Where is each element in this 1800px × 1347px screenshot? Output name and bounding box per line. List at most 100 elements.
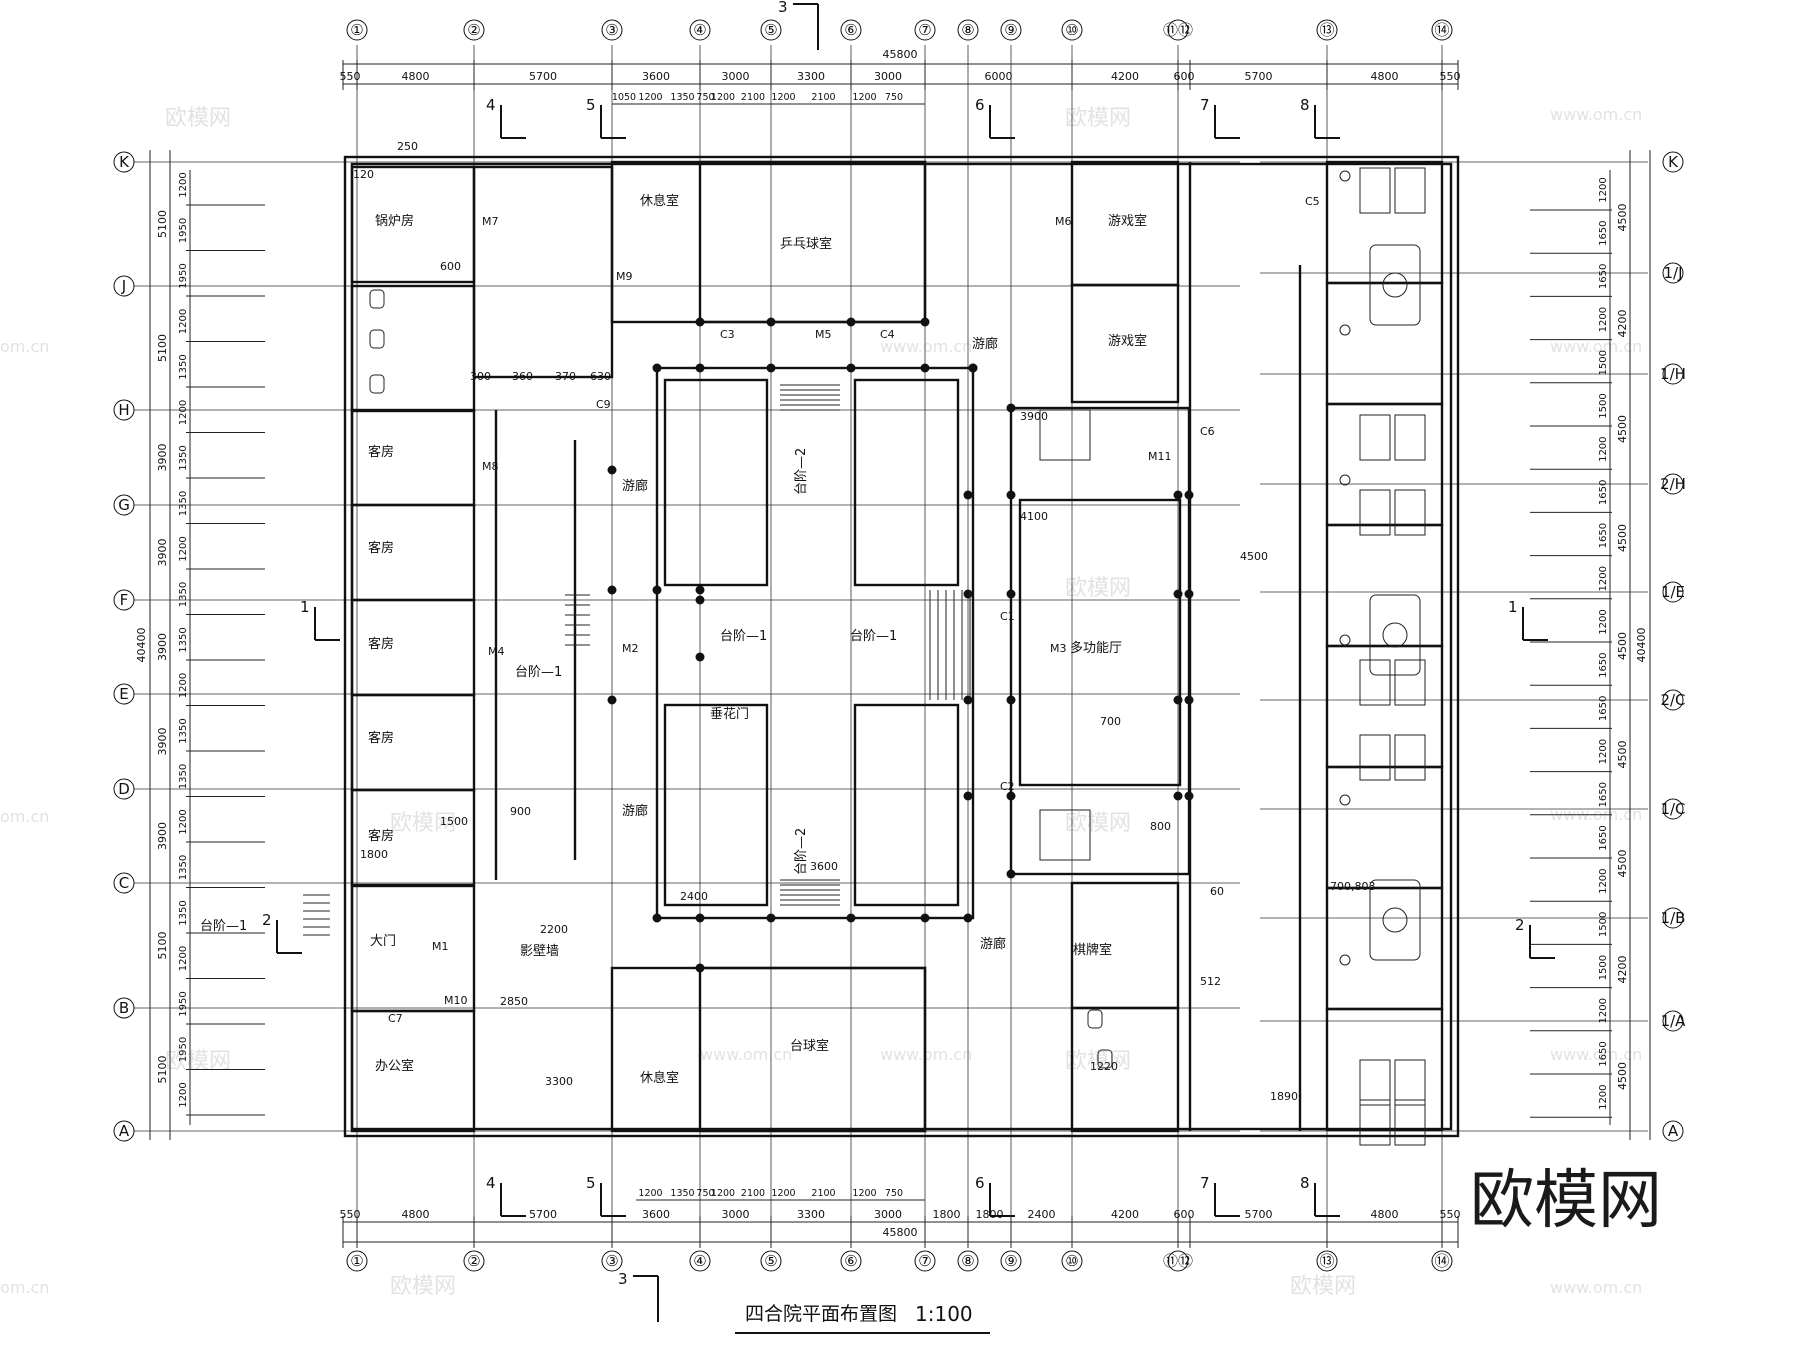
axis-row-left: J [121,277,126,295]
axis-row-left-circle [113,683,135,705]
axis-row-right-circle [1662,689,1684,711]
door-label: M11 [1148,450,1172,463]
watermark-text: 欧模网 [1065,106,1131,131]
axis-row-right: 1/J [1663,264,1682,282]
axis-col-top: ⑤ [764,21,777,39]
dim-misc: 2200 [540,923,568,936]
dim-top-sub: 1200 [711,92,735,103]
axis-bubbles: ①①②②③③④④⑤⑤⑥⑥⑦⑦⑧⑧⑨⑨⑩⑩⑪⑫⑪⑫⑬⑬⑭⑭KJHGFEDCBAK1… [113,19,1686,1272]
section-mark-label: 8 [1300,96,1310,114]
column [1006,403,1016,413]
door-label: M7 [482,215,499,228]
dim-right-span: 4500 [1616,632,1629,660]
dim-right-sub: 1200 [1598,739,1609,764]
dim-right-span: 4500 [1616,415,1629,443]
axis-col-top: ⑨ [1004,21,1017,39]
dim-top-span: 4800 [402,70,430,83]
watermark-text: 欧模网 [390,1274,456,1299]
dim-top-span: 600 [1174,70,1195,83]
column [695,595,705,605]
dim-right-sub: 1200 [1598,177,1609,202]
axis-col-top: ④ [693,21,706,39]
room-label-flower_gate: 垂花门 [710,706,749,722]
room-label-chess: 棋牌室 [1073,942,1112,958]
outer-wall-inner [350,162,1453,1131]
axis-col-top: ① [350,21,363,39]
dim-left-span: 3900 [156,633,169,661]
dim-misc: 600 [440,260,461,273]
axis-row-right-circle [1662,581,1684,603]
columns-layer [607,317,1194,973]
dim-right-total: 40400 [1635,628,1648,663]
dim-top-sub: 1200 [771,92,795,103]
dim-right-sub: 1500 [1598,955,1609,980]
axis-row-left-circle [113,589,135,611]
axis-col-bottom-circle [1000,1250,1022,1272]
axis-col-top-circle [689,19,711,41]
room-label-step2: 台阶—2 [794,828,809,875]
axis-col-bottom-circle [1061,1250,1083,1272]
watermark-url: www.om.cn [700,1045,792,1064]
axis-row-right-circle [1662,1010,1684,1032]
dim-top-sub: 2100 [741,92,765,103]
column [695,585,705,595]
axis-col-bottom: ② [467,1252,480,1270]
dim-bottom-total: 45800 [883,1226,918,1239]
dim-misc: 3600 [810,860,838,873]
room-label-corridor: 游廊 [622,478,648,494]
axis-col-top-circle [346,19,368,41]
jacuzzi-icon [1369,594,1421,676]
section-mark-label: 6 [975,96,985,114]
room-label-guest: 客房 [368,540,394,556]
window-label: C4 [880,328,895,341]
dim-top-sub: 1350 [670,92,694,103]
pingpong-walls [698,160,927,324]
dim-right-sub: 1650 [1598,480,1609,505]
bed-icon [1394,1059,1426,1106]
axis-col-top: ⑬ [1319,21,1334,39]
axis-row-right: 1/H [1660,365,1686,383]
dim-right-sub: 1650 [1598,696,1609,721]
dim-left-sub: 1200 [178,536,189,561]
axis-col-top-circle [840,19,862,41]
watermark-text: 欧模网 [390,811,456,836]
dim-left-sub: 1200 [178,673,189,698]
column [920,913,930,923]
axis-row-left: C [119,874,129,892]
court-garden-ne [853,378,960,587]
dim-misc: 2400 [680,890,708,903]
dim-right-sub: 1200 [1598,436,1609,461]
column [968,363,978,373]
room-label-step1: 台阶—1 [850,629,897,644]
dim-right-sub: 1200 [1598,998,1609,1023]
window-label: C5 [1305,195,1320,208]
column [963,589,973,599]
bed-icon [1394,414,1426,461]
toilet-se-walls [1070,1006,1180,1133]
axis-col-bottom: ① [350,1252,363,1270]
axis-row-right-circle [1662,907,1684,929]
dim-top-span: 3300 [797,70,825,83]
section-mark-label: 4 [486,1174,496,1192]
dim-misc: 1220 [1090,1060,1118,1073]
room-label-pingpong: 乒乓球室 [780,236,832,252]
room-label-guest: 客房 [368,730,394,746]
axis-col-bottom-circle [760,1250,782,1272]
dim-left-sub: 1950 [178,991,189,1016]
room-labels: 锅炉房客房客房客房客房客房大门办公室影壁墙休息室休息室乒乓球室台球室游戏室游戏室… [200,193,1320,1086]
axis-col-bottom-circle [957,1250,979,1272]
column [846,317,856,327]
section-mark-label: 6 [975,1174,985,1192]
bed-icon [1359,489,1391,536]
axis-row-left-circle [113,1120,135,1142]
lamp-icon [1339,170,1351,182]
dim-left-sub: 1350 [178,718,189,743]
dim-right-sub: 1650 [1598,1041,1609,1066]
dim-top-span: 5700 [529,70,557,83]
axis-col-bottom: ⑪⑫ [1163,1252,1193,1270]
axis-col-top-circle [957,19,979,41]
lamp-icon [1339,474,1351,486]
dim-bottom-sub: 1350 [670,1188,694,1199]
room-label-screen_wall: 影壁墙 [520,944,559,959]
dim-top-total: 45800 [883,48,918,61]
